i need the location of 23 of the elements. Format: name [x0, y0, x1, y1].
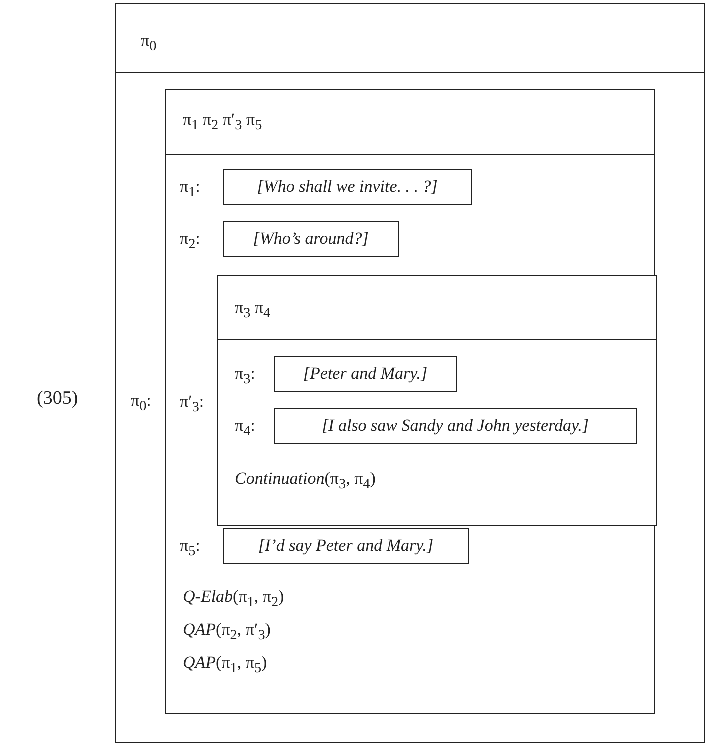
box-label: π$_{4}$: — [235, 416, 256, 442]
box-heading: π$_{0}$ — [141, 31, 157, 56]
drs-box — [217, 275, 657, 526]
drs-box — [165, 89, 655, 714]
box-heading: π$_{3}$ π$_{4}$ — [235, 298, 271, 324]
quote-box: [Who shall we invite. . . ?] — [223, 169, 472, 205]
drs-box — [115, 3, 705, 743]
condition-text: Continuation(π$_{3}$, π$_{4}$) — [235, 469, 376, 494]
quote-box: [I also saw Sandy and John yesterday.] — [274, 408, 637, 444]
box-label: π$_{0}$: — [131, 391, 152, 416]
quote-box: [Who’s around?] — [223, 221, 399, 257]
box-label: π′$_{3}$: — [180, 392, 204, 418]
quote-box: [Peter and Mary.] — [274, 356, 457, 392]
quote-box: [I’d say Peter and Mary.] — [223, 528, 469, 564]
condition-text: Q-Elab(π$_{1}$, π$_{2}$) — [183, 587, 284, 612]
box-label: π$_{1}$: — [180, 177, 200, 202]
box-label: π$_{5}$: — [180, 536, 200, 562]
example-number: (305) — [37, 389, 78, 409]
box-label: π$_{3}$: — [235, 364, 256, 390]
box-label: π$_{2}$: — [180, 229, 200, 254]
box-heading: π$_{1}$ π$_{2}$ π′$_{3}$ π$_{5}$ — [183, 110, 262, 136]
condition-text: QAP(π$_{2}$, π′$_{3}$) — [183, 620, 271, 646]
condition-text: QAP(π$_{1}$, π$_{5}$) — [183, 653, 268, 678]
